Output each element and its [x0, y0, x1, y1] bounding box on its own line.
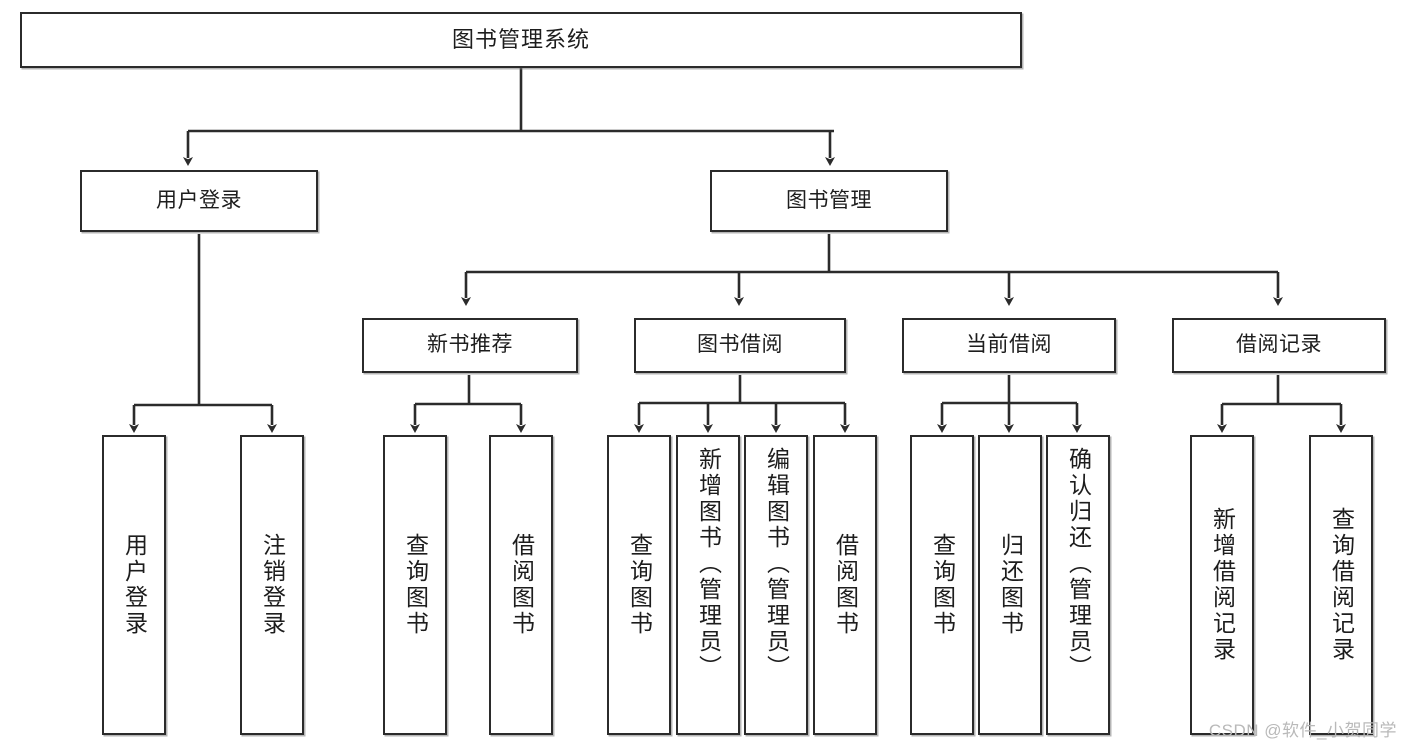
leaf-borrow-book-2[interactable]: 借阅图书 — [813, 435, 877, 735]
node-label: 图书管理 — [786, 188, 872, 212]
node-user-login[interactable]: 用户登录 — [80, 170, 318, 232]
leaf-logout[interactable]: 注销登录 — [240, 435, 304, 735]
node-label: 查询图书 — [626, 533, 653, 637]
leaf-add-book[interactable]: 新增图书（管理员） — [676, 435, 740, 735]
node-label: 查询图书 — [402, 533, 429, 637]
node-label: 确认归还（管理员） — [1065, 447, 1092, 681]
node-label: 当前借阅 — [966, 333, 1052, 357]
node-label: 用户登录 — [156, 188, 242, 212]
leaf-query-book-3[interactable]: 查询图书 — [910, 435, 974, 735]
node-label: 图书管理系统 — [451, 27, 590, 53]
leaf-user-login[interactable]: 用户登录 — [102, 435, 166, 735]
node-label: 查询借阅记录 — [1328, 507, 1355, 663]
node-label: 归还图书 — [997, 533, 1024, 637]
node-label: 新书推荐 — [427, 333, 513, 357]
leaf-confirm-return[interactable]: 确认归还（管理员） — [1046, 435, 1110, 735]
node-book-borrow[interactable]: 图书借阅 — [634, 318, 846, 373]
node-label: 新增借阅记录 — [1209, 507, 1236, 663]
leaf-return-book[interactable]: 归还图书 — [978, 435, 1042, 735]
node-label: 编辑图书（管理员） — [763, 447, 790, 681]
node-label: 用户登录 — [121, 533, 148, 637]
node-label: 借阅记录 — [1236, 333, 1322, 357]
node-label: 图书借阅 — [697, 333, 783, 357]
node-book-management[interactable]: 图书管理 — [710, 170, 948, 232]
leaf-add-record[interactable]: 新增借阅记录 — [1190, 435, 1254, 735]
node-label: 查询图书 — [929, 533, 956, 637]
leaf-query-book-1[interactable]: 查询图书 — [383, 435, 447, 735]
leaf-edit-book[interactable]: 编辑图书（管理员） — [744, 435, 808, 735]
node-label: 新增图书（管理员） — [695, 447, 722, 681]
node-label: 注销登录 — [259, 533, 286, 637]
node-label: 借阅图书 — [508, 533, 535, 637]
node-borrow-record[interactable]: 借阅记录 — [1172, 318, 1386, 373]
node-current-borrow[interactable]: 当前借阅 — [902, 318, 1116, 373]
node-root-system[interactable]: 图书管理系统 — [20, 12, 1022, 68]
leaf-query-record[interactable]: 查询借阅记录 — [1309, 435, 1373, 735]
csdn-watermark: CSDN @软件_小贺同学 — [1208, 721, 1397, 740]
leaf-borrow-book-1[interactable]: 借阅图书 — [489, 435, 553, 735]
leaf-query-book-2[interactable]: 查询图书 — [607, 435, 671, 735]
node-label: 借阅图书 — [832, 533, 859, 637]
node-new-book-recommend[interactable]: 新书推荐 — [362, 318, 578, 373]
